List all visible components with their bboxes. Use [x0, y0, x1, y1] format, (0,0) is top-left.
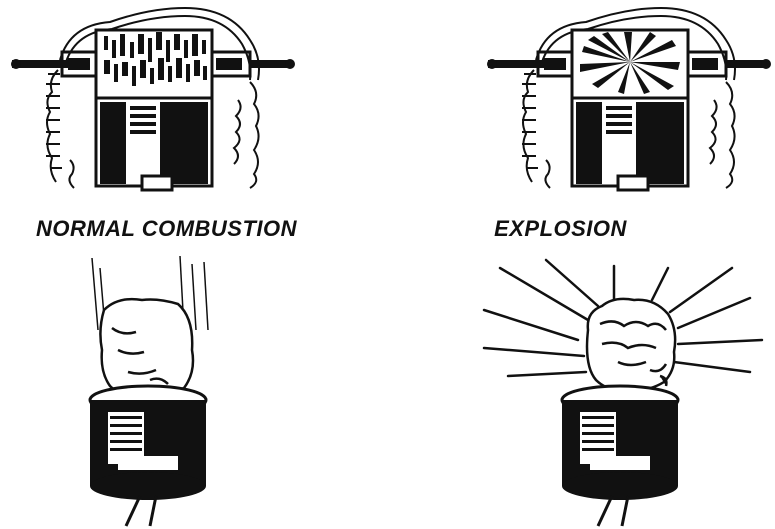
fist-strike-illustration: [388, 0, 775, 529]
clenched-fist: [587, 299, 675, 390]
normal-combustion-panel: NORMAL COMBUSTION: [0, 0, 387, 529]
hand-push-illustration: [0, 0, 387, 529]
open-hand: [100, 299, 193, 395]
lower-cylinder: [90, 386, 206, 526]
explosion-panel: EXPLOSION: [388, 0, 775, 529]
lower-cylinder: [562, 386, 678, 526]
